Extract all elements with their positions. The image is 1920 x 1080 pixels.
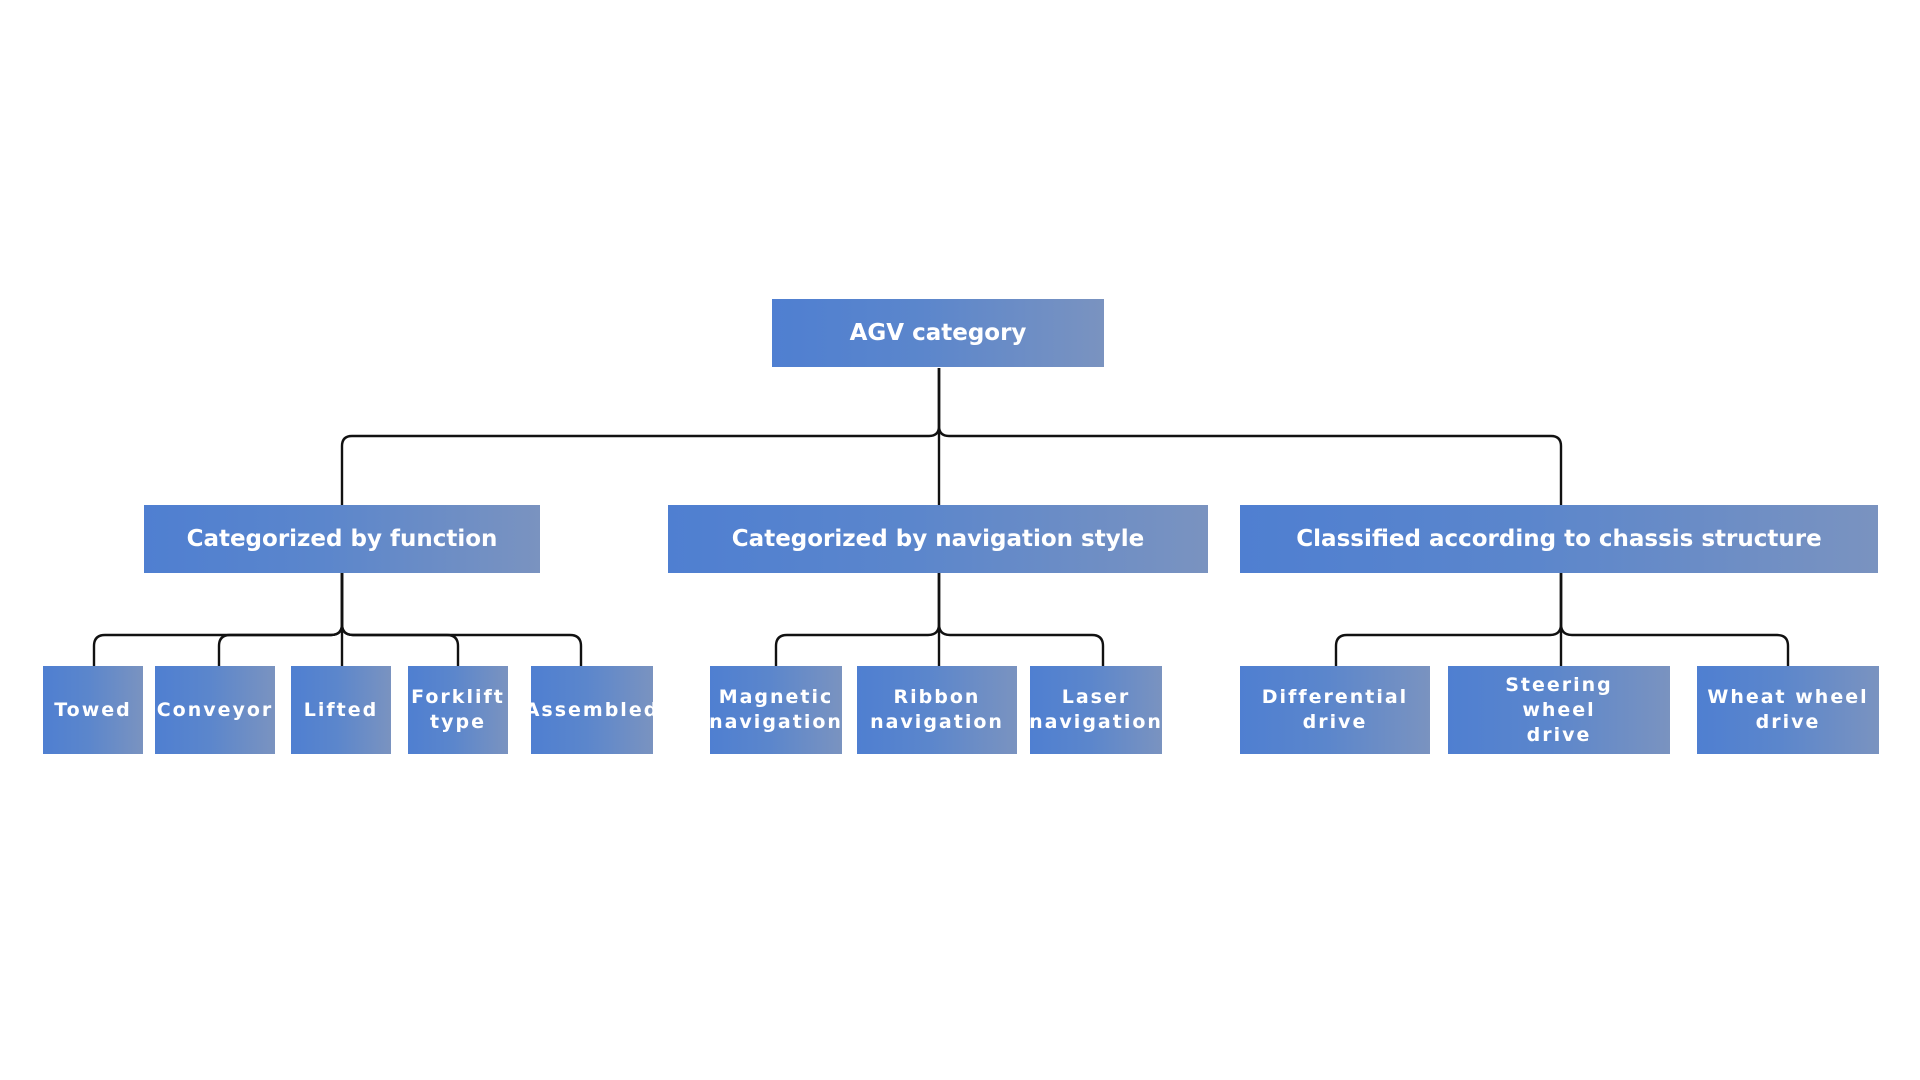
leaf-label: Lifted xyxy=(303,698,379,721)
connector-root-to-function xyxy=(340,368,941,506)
category-label: Categorized by navigation style xyxy=(731,526,1145,552)
connector-root-to-chassis xyxy=(937,368,1563,506)
connector-chassis-to-differential xyxy=(1334,572,1563,666)
leaf-label: Assembled xyxy=(524,698,660,721)
connector-chassis-to-wheat xyxy=(1559,572,1790,666)
category-label: Categorized by function xyxy=(186,526,498,552)
leaf-label: Conveyor xyxy=(156,698,274,721)
leaf-label: Magnetic navigation xyxy=(709,686,843,733)
leaf-label: Steering wheel drive xyxy=(1505,673,1613,746)
connector-function-to-assembled xyxy=(340,572,583,666)
leaf-label: Laser navigation xyxy=(1029,686,1163,733)
connector-navigation-to-magnetic xyxy=(774,572,941,666)
connector-navigation-to-laser xyxy=(937,572,1105,666)
connector-function-to-forklift xyxy=(340,572,460,666)
leaf-label: Wheat wheel drive xyxy=(1707,686,1869,733)
leaf-node-magnetic-navigation: Magnetic navigation xyxy=(709,666,843,754)
leaf-node-forklift-type: Forklift type xyxy=(408,666,508,754)
leaf-node-steering-wheel-drive: Steering wheel drive xyxy=(1448,666,1670,754)
leaf-node-lifted: Lifted xyxy=(291,666,391,754)
root-label: AGV category xyxy=(849,320,1027,346)
leaf-node-wheat-wheel-drive: Wheat wheel drive xyxy=(1697,666,1879,754)
leaf-label: Ribbon navigation xyxy=(870,686,1004,733)
category-node-chassis: Classified according to chassis structur… xyxy=(1240,505,1878,573)
leaf-node-differential-drive: Differential drive xyxy=(1240,666,1430,754)
leaf-label: Towed xyxy=(54,698,132,721)
root-node: AGV category xyxy=(772,299,1104,367)
leaf-node-laser-navigation: Laser navigation xyxy=(1029,666,1163,754)
leaf-label: Forklift type xyxy=(411,686,505,733)
leaf-label: Differential drive xyxy=(1261,686,1409,733)
category-node-navigation: Categorized by navigation style xyxy=(668,505,1208,573)
connector-function-to-conveyor xyxy=(217,572,344,666)
leaf-node-towed: Towed xyxy=(43,666,143,754)
category-node-function: Categorized by function xyxy=(144,505,540,573)
leaf-node-conveyor: Conveyor xyxy=(155,666,275,754)
leaf-node-assembled: Assembled xyxy=(525,666,657,754)
leaf-node-ribbon-navigation: Ribbon navigation xyxy=(857,666,1017,754)
category-label: Classified according to chassis structur… xyxy=(1296,526,1822,552)
